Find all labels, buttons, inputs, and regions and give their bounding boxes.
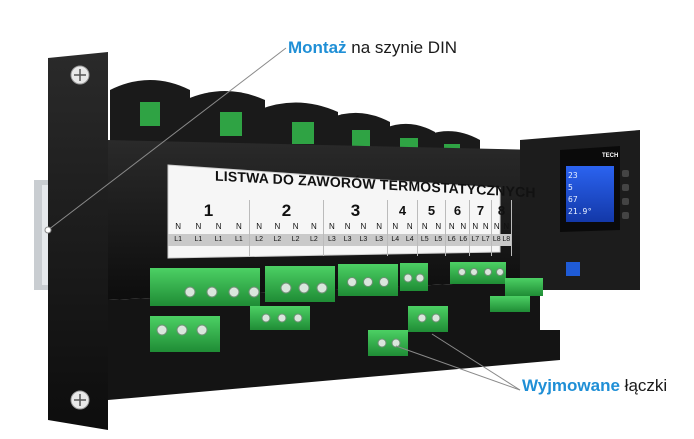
- mounting-plate-left: [48, 52, 108, 430]
- terminal-label: N: [344, 222, 351, 231]
- zone-number: 7: [476, 203, 485, 218]
- terminal-label: N: [503, 222, 510, 231]
- screen-readouts: 23 5 67 21.9°: [568, 170, 612, 220]
- terminal-label: N: [215, 222, 222, 231]
- zone-number: 2: [281, 201, 292, 220]
- output-label: L1: [194, 236, 203, 243]
- removable-link: [368, 330, 408, 356]
- terminal-label: N: [292, 222, 299, 231]
- lcd-screen: [566, 166, 614, 222]
- control-button: [622, 198, 629, 205]
- output-label: L4: [391, 236, 400, 243]
- output-label: L7: [481, 236, 490, 243]
- output-label: L1: [214, 236, 223, 243]
- terminal-label: N: [406, 222, 413, 231]
- terminal-label: N: [195, 222, 202, 231]
- callout-din-mounting: Montaż na szynie DIN: [288, 38, 457, 58]
- terminal-label: N: [328, 222, 335, 231]
- callout-links-text: łączki: [619, 376, 668, 395]
- control-button: [622, 212, 629, 219]
- zone-number: 5: [427, 203, 436, 218]
- terminal-label: N: [421, 222, 428, 231]
- terminal-label: N: [472, 222, 479, 231]
- output-label: L7: [471, 236, 480, 243]
- output-label: L8: [492, 236, 501, 243]
- terminal-label: N: [256, 222, 263, 231]
- terminal-label: N: [448, 222, 455, 231]
- controller-brand: TECH: [602, 153, 619, 159]
- output-label: L1: [174, 236, 183, 243]
- zone-number: 3: [350, 201, 361, 220]
- callout-din-highlight: Montaż: [288, 38, 347, 57]
- terminal-label: N: [435, 222, 442, 231]
- output-label: L2: [309, 236, 318, 243]
- output-label: L2: [273, 236, 282, 243]
- terminal-label: N: [482, 222, 489, 231]
- callout-removable-links: Wyjmowane łączki: [522, 376, 667, 396]
- terminal-label: N: [175, 222, 182, 231]
- control-button: [622, 184, 629, 191]
- output-label: L3: [327, 236, 336, 243]
- callout-links-highlight: Wyjmowane: [522, 376, 620, 395]
- screen-readout: 23: [568, 171, 578, 180]
- output-label: L2: [255, 236, 264, 243]
- screen-readout: 67: [568, 195, 578, 204]
- callout-line-din: [47, 47, 287, 231]
- callout-din-text: na szynie DIN: [346, 38, 458, 57]
- terminal-label: N: [310, 222, 317, 231]
- terminal-label: N: [392, 222, 399, 231]
- callout-line-links: [431, 333, 521, 391]
- output-label: L3: [343, 236, 352, 243]
- output-label: L1: [234, 236, 243, 243]
- output-label: L4: [405, 236, 414, 243]
- terminal-label: N: [360, 222, 367, 231]
- zone-number: 6: [453, 203, 462, 218]
- output-label: L5: [434, 236, 443, 243]
- screen-readout: 5: [568, 183, 573, 192]
- blue-connector: [566, 262, 580, 276]
- output-label: L2: [291, 236, 300, 243]
- output-label: L3: [359, 236, 368, 243]
- output-label: L6: [459, 236, 468, 243]
- zone-number: 1: [203, 201, 214, 220]
- removable-link: [408, 306, 448, 332]
- zone-number: 4: [398, 203, 407, 218]
- terminal-label: N: [493, 222, 500, 231]
- terminal-label: N: [376, 222, 383, 231]
- output-label: L3: [375, 236, 384, 243]
- terminal-label: N: [235, 222, 242, 231]
- terminal-label: N: [274, 222, 281, 231]
- control-button: [622, 170, 629, 177]
- zone-number: 8: [497, 203, 506, 218]
- screen-readout: 21.9°: [568, 207, 593, 216]
- output-label: L8: [502, 236, 511, 243]
- terminal-label: N: [460, 222, 467, 231]
- output-label: L5: [420, 236, 429, 243]
- output-label: L6: [447, 236, 456, 243]
